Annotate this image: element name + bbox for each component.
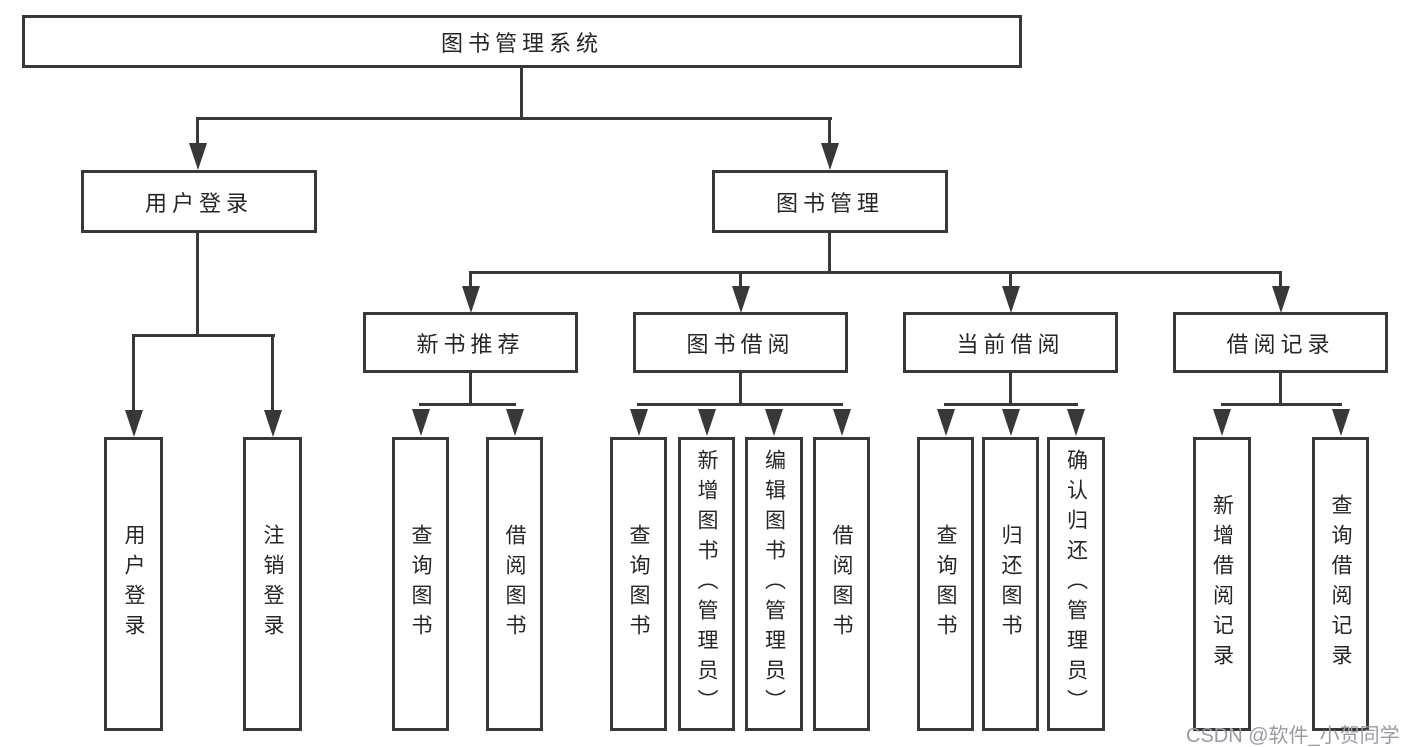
connector-book-borrow-split xyxy=(637,403,843,406)
connector-user-login-split xyxy=(132,334,275,337)
connector-book-borrow-stem xyxy=(739,373,742,406)
node-book-borrow: 图书借阅 xyxy=(633,312,848,373)
arrow-down-icon xyxy=(937,409,955,436)
arrow-down-icon xyxy=(189,143,207,170)
arrow-down-icon xyxy=(821,143,839,170)
connector-current-borrow-split xyxy=(944,403,1078,406)
node-book-management: 图书管理 xyxy=(712,170,948,233)
leaf-confirm-return-admin: 确认归还（管理员） xyxy=(1047,437,1105,731)
leaf-edit-books-admin: 编辑图书（管理员） xyxy=(745,437,803,731)
arrow-down-icon xyxy=(833,409,851,436)
connector-current-borrow-stem xyxy=(1009,373,1012,406)
arrow-down-icon xyxy=(1332,409,1350,436)
arrow-down-icon xyxy=(732,286,750,313)
arrow-down-icon xyxy=(264,410,282,437)
arrow-down-icon xyxy=(506,409,524,436)
connector-user-login-stem xyxy=(196,233,199,337)
connector-drop-borrow-records xyxy=(1279,273,1282,289)
connector-borrow-records-split xyxy=(1221,403,1342,406)
leaf-borrow-books-2: 借阅图书 xyxy=(813,437,870,731)
leaf-query-books-3: 查询图书 xyxy=(917,437,974,731)
leaf-return-books: 归还图书 xyxy=(982,437,1039,731)
arrow-down-icon xyxy=(765,409,783,436)
connector-drop-user-login xyxy=(196,119,199,146)
node-current-borrow: 当前借阅 xyxy=(903,312,1118,373)
arrow-down-icon xyxy=(630,409,648,436)
node-borrow-records: 借阅记录 xyxy=(1173,312,1388,373)
leaf-query-books-2: 查询图书 xyxy=(610,437,667,731)
connector-drop-current-borrow xyxy=(1009,273,1012,289)
arrow-down-icon xyxy=(1002,409,1020,436)
connector-level1-split xyxy=(196,117,832,120)
leaf-add-books-admin: 新增图书（管理员） xyxy=(678,437,735,731)
connector-drop-logout xyxy=(271,336,274,412)
arrow-down-icon xyxy=(1213,409,1231,436)
arrow-down-icon xyxy=(1067,409,1085,436)
arrow-down-icon xyxy=(1002,286,1020,313)
arrow-down-icon xyxy=(125,410,143,437)
arrow-down-icon xyxy=(1272,286,1290,313)
leaf-query-borrow-record: 查询借阅记录 xyxy=(1312,437,1369,731)
node-library-system: 图书管理系统 xyxy=(22,15,1022,68)
connector-drop-login xyxy=(132,336,135,412)
leaf-borrow-books: 借阅图书 xyxy=(486,437,543,731)
connector-drop-new-books xyxy=(469,273,472,289)
node-new-book-recommend: 新书推荐 xyxy=(363,312,578,373)
connector-book-management-stem xyxy=(828,233,831,274)
connector-new-books-stem xyxy=(469,373,472,406)
connector-drop-book-borrow xyxy=(739,273,742,289)
connector-level2-split xyxy=(469,271,1282,274)
arrow-down-icon xyxy=(462,286,480,313)
node-user-login: 用户登录 xyxy=(81,170,317,233)
leaf-logout: 注销登录 xyxy=(243,437,302,731)
connector-root-stem xyxy=(520,68,523,119)
leaf-add-borrow-record: 新增借阅记录 xyxy=(1193,437,1251,731)
connector-new-books-split xyxy=(419,403,516,406)
leaf-query-books: 查询图书 xyxy=(392,437,449,731)
connector-borrow-records-stem xyxy=(1279,373,1282,406)
arrow-down-icon xyxy=(412,409,430,436)
leaf-user-login: 用户登录 xyxy=(104,437,163,731)
arrow-down-icon xyxy=(698,409,716,436)
watermark: CSDN @软件_小贺同学 xyxy=(1186,725,1400,747)
connector-drop-book-management xyxy=(828,119,831,146)
